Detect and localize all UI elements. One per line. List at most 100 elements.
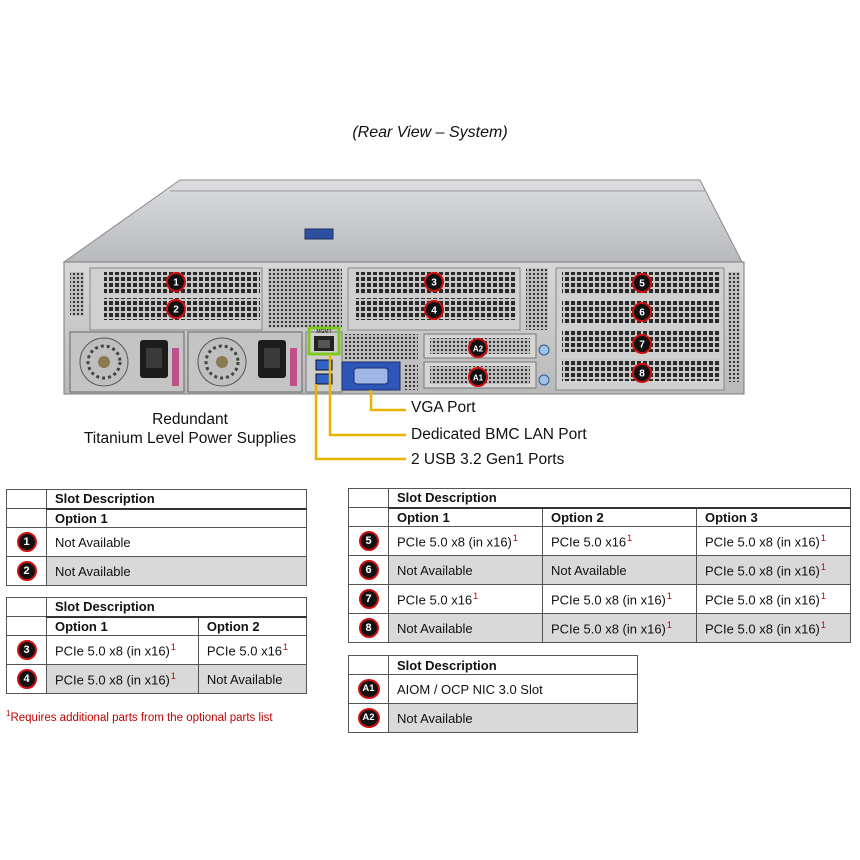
slot-option-cell: Not Available	[388, 555, 543, 585]
chassis-slot-badge-a2: A2	[468, 338, 488, 358]
option-blank-cell	[348, 507, 389, 527]
slot-badge: 7	[358, 589, 379, 609]
slot-option-text: Not Available	[55, 563, 131, 579]
slot-option-text: PCIe 5.0 x16	[206, 643, 283, 659]
chassis-badge-label: 4	[431, 306, 437, 317]
slot-option-text: PCIe 5.0 x8 (in x16)	[705, 534, 820, 550]
slot-option-cell: PCIe 5.0 x8 (in x16)1	[388, 526, 543, 556]
slot-option-text: Not Available	[397, 620, 473, 636]
chassis-top-cover	[62, 179, 743, 263]
slot-badge: 6	[358, 560, 379, 580]
option-header: Option 3	[696, 506, 851, 527]
slot-option-cell: PCIe 5.0 x8 (in x16)1	[46, 664, 199, 694]
slot-badge: 4	[16, 669, 37, 689]
slot-badge: 5	[358, 531, 379, 551]
requirement-footnote-mark: 1	[666, 590, 672, 601]
slot-option-text: PCIe 5.0 x8 (in x16)	[397, 534, 512, 550]
requirement-footnote-mark: 1	[627, 532, 633, 543]
chassis-badge-label: 7	[639, 340, 645, 351]
slot-option-cell: Not Available	[388, 703, 638, 733]
header-blank-cell	[6, 597, 47, 617]
slot-option-text: Not Available	[206, 671, 283, 687]
chassis-badge-label: A2	[473, 345, 484, 354]
slot-option-cell: Not Available	[388, 613, 543, 643]
slot-badge: 2	[16, 561, 37, 581]
chassis-slot-badge-2: 2	[166, 299, 186, 319]
chassis-slot-badge-1: 1	[166, 272, 186, 292]
usb-port-2	[315, 373, 333, 385]
slot-option-text: AIOM / OCP NIC 3.0 Slot	[397, 681, 543, 697]
requirement-footnote-mark: 1	[666, 619, 672, 630]
requirement-footnote-mark: 1	[820, 619, 826, 630]
slot-option-cell: PCIe 5.0 x161	[197, 635, 308, 665]
psu-callout-line2: Titanium Level Power Supplies	[83, 430, 297, 447]
footnote-text: Requires additional parts from the optio…	[10, 711, 273, 724]
requirement-footnote-mark: 1	[820, 561, 826, 572]
slot-option-cell: PCIe 5.0 x8 (in x16)1	[696, 584, 851, 614]
option-header: Option 1	[46, 507, 307, 528]
slot-option-cell: AIOM / OCP NIC 3.0 Slot	[388, 674, 638, 704]
slot-option-cell: Not Available	[197, 664, 308, 694]
cover-latch	[304, 228, 334, 240]
chassis-slot-badge-a1: A1	[468, 367, 488, 387]
power-supply-callout: Redundant Titanium Level Power Supplies	[60, 410, 320, 448]
slot-option-cell: PCIe 5.0 x161	[542, 526, 697, 556]
vga-port-callout: VGA Port	[411, 399, 476, 416]
slot-option-cell: PCIe 5.0 x8 (in x16)1	[696, 526, 851, 556]
chassis-slot-badge-8: 8	[632, 363, 652, 383]
slot-option-text: Not Available	[397, 562, 473, 578]
slot-option-text: PCIe 5.0 x8 (in x16)	[551, 592, 666, 608]
slot-option-text: PCIe 5.0 x8 (in x16)	[55, 643, 170, 659]
slot-option-text: PCIe 5.0 x8 (in x16)	[551, 621, 666, 637]
chassis-badge-label: 2	[173, 305, 179, 316]
bmc-lan-port-highlight	[307, 326, 341, 356]
header-blank-cell	[6, 489, 47, 509]
chassis-badge-label: 1	[173, 278, 179, 289]
requirement-footnote-mark: 1	[820, 590, 826, 601]
footnote-mark: 1	[6, 709, 11, 718]
requirement-footnote-mark: 1	[283, 641, 289, 652]
slot-option-text: PCIe 5.0 x8 (in x16)	[705, 592, 820, 608]
chassis-badge-label: 5	[639, 279, 645, 290]
slot-badge: A2	[357, 708, 380, 728]
slot-option-cell: Not Available	[46, 527, 307, 557]
header-blank-cell	[348, 655, 389, 675]
chassis-slot-badge-3: 3	[424, 272, 444, 292]
server-rear-view-illustration: MGMT 1 2 3 4 5 6 7 8 A1 A2	[62, 179, 745, 461]
option-header: Option 2	[542, 506, 697, 527]
slot-option-cell: Not Available	[542, 555, 697, 585]
callout-lines	[314, 354, 406, 461]
option-blank-cell	[6, 616, 47, 636]
mgmt-tag: MGMT	[316, 329, 331, 335]
slot-option-cell: PCIe 5.0 x8 (in x16)1	[696, 613, 851, 643]
chassis-slot-badge-6: 6	[632, 302, 652, 322]
slot-option-cell: PCIe 5.0 x8 (in x16)1	[46, 635, 199, 665]
slot-option-text: PCIe 5.0 x8 (in x16)	[705, 621, 820, 637]
slot-option-cell: Not Available	[46, 556, 307, 586]
chassis-badge-label: 8	[639, 369, 645, 380]
view-title: (Rear View – System)	[352, 124, 508, 141]
slot-option-cell: PCIe 5.0 x8 (in x16)1	[696, 555, 851, 585]
slot-description-header: Slot Description	[46, 489, 307, 509]
slot-badge: 3	[16, 640, 37, 660]
usb-ports-callout: 2 USB 3.2 Gen1 Ports	[411, 451, 565, 468]
slot-option-text: Not Available	[55, 534, 131, 550]
option-header: Option 2	[197, 615, 308, 636]
requirement-footnote-mark: 1	[473, 590, 479, 601]
option-header: Option 1	[388, 506, 543, 527]
footnote: 1Requires additional parts from the opti…	[6, 709, 273, 724]
table-row: 6 Not Available Not Available PCIe 5.0 x8 (…	[348, 555, 851, 585]
slot-description-header: Slot Description	[388, 655, 638, 675]
slot-option-text: Not Available	[551, 562, 627, 578]
bmc-lan-port-callout: Dedicated BMC LAN Port	[411, 426, 587, 443]
